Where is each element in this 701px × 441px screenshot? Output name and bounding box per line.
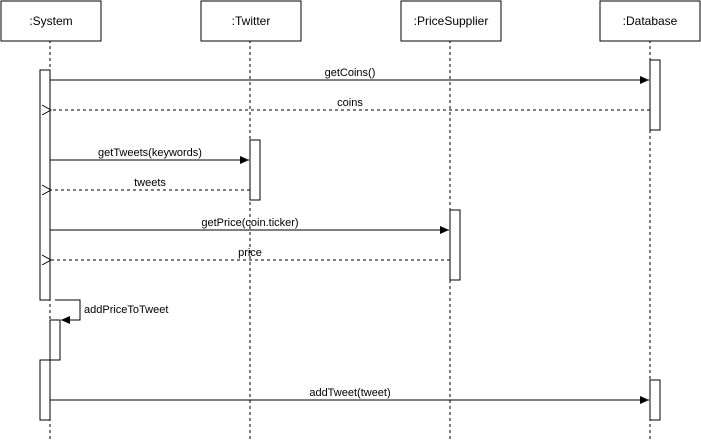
message-tweets-label: tweets — [134, 177, 166, 189]
participant-price-supplier-label: :PriceSupplier — [414, 14, 489, 28]
message-price-label: price — [238, 247, 262, 259]
message-addtweet-label: addTweet(tweet) — [309, 387, 390, 399]
participant-database-label: :Database — [623, 14, 678, 28]
participant-twitter[interactable]: :Twitter — [200, 0, 302, 42]
activation-bar-system-main[interactable] — [39, 69, 51, 301]
participant-twitter-label: :Twitter — [232, 14, 271, 28]
activation-bar-database-getcoins[interactable] — [649, 59, 661, 131]
participant-system[interactable]: :System — [0, 0, 102, 42]
message-addpricetotweet-label: addPriceToTweet — [84, 304, 168, 316]
message-getcoins-label: getCoins() — [325, 67, 376, 79]
message-getprice-label: getPrice(coin.ticker) — [201, 217, 298, 229]
activation-bar-price-supplier[interactable] — [449, 209, 461, 281]
participant-system-label: :System — [29, 14, 72, 28]
activation-bar-twitter[interactable] — [249, 139, 261, 201]
activation-bar-system-final[interactable] — [39, 359, 51, 421]
message-coins-label: coins — [337, 97, 363, 109]
participant-price-supplier[interactable]: :PriceSupplier — [400, 0, 502, 42]
activation-bar-system-self[interactable] — [49, 319, 61, 361]
participant-database[interactable]: :Database — [599, 0, 701, 42]
message-addpricetotweet-arrow[interactable] — [55, 299, 81, 324]
message-gettweets-label: getTweets(keywords) — [98, 147, 202, 159]
activation-bar-database-addtweet[interactable] — [649, 379, 661, 421]
